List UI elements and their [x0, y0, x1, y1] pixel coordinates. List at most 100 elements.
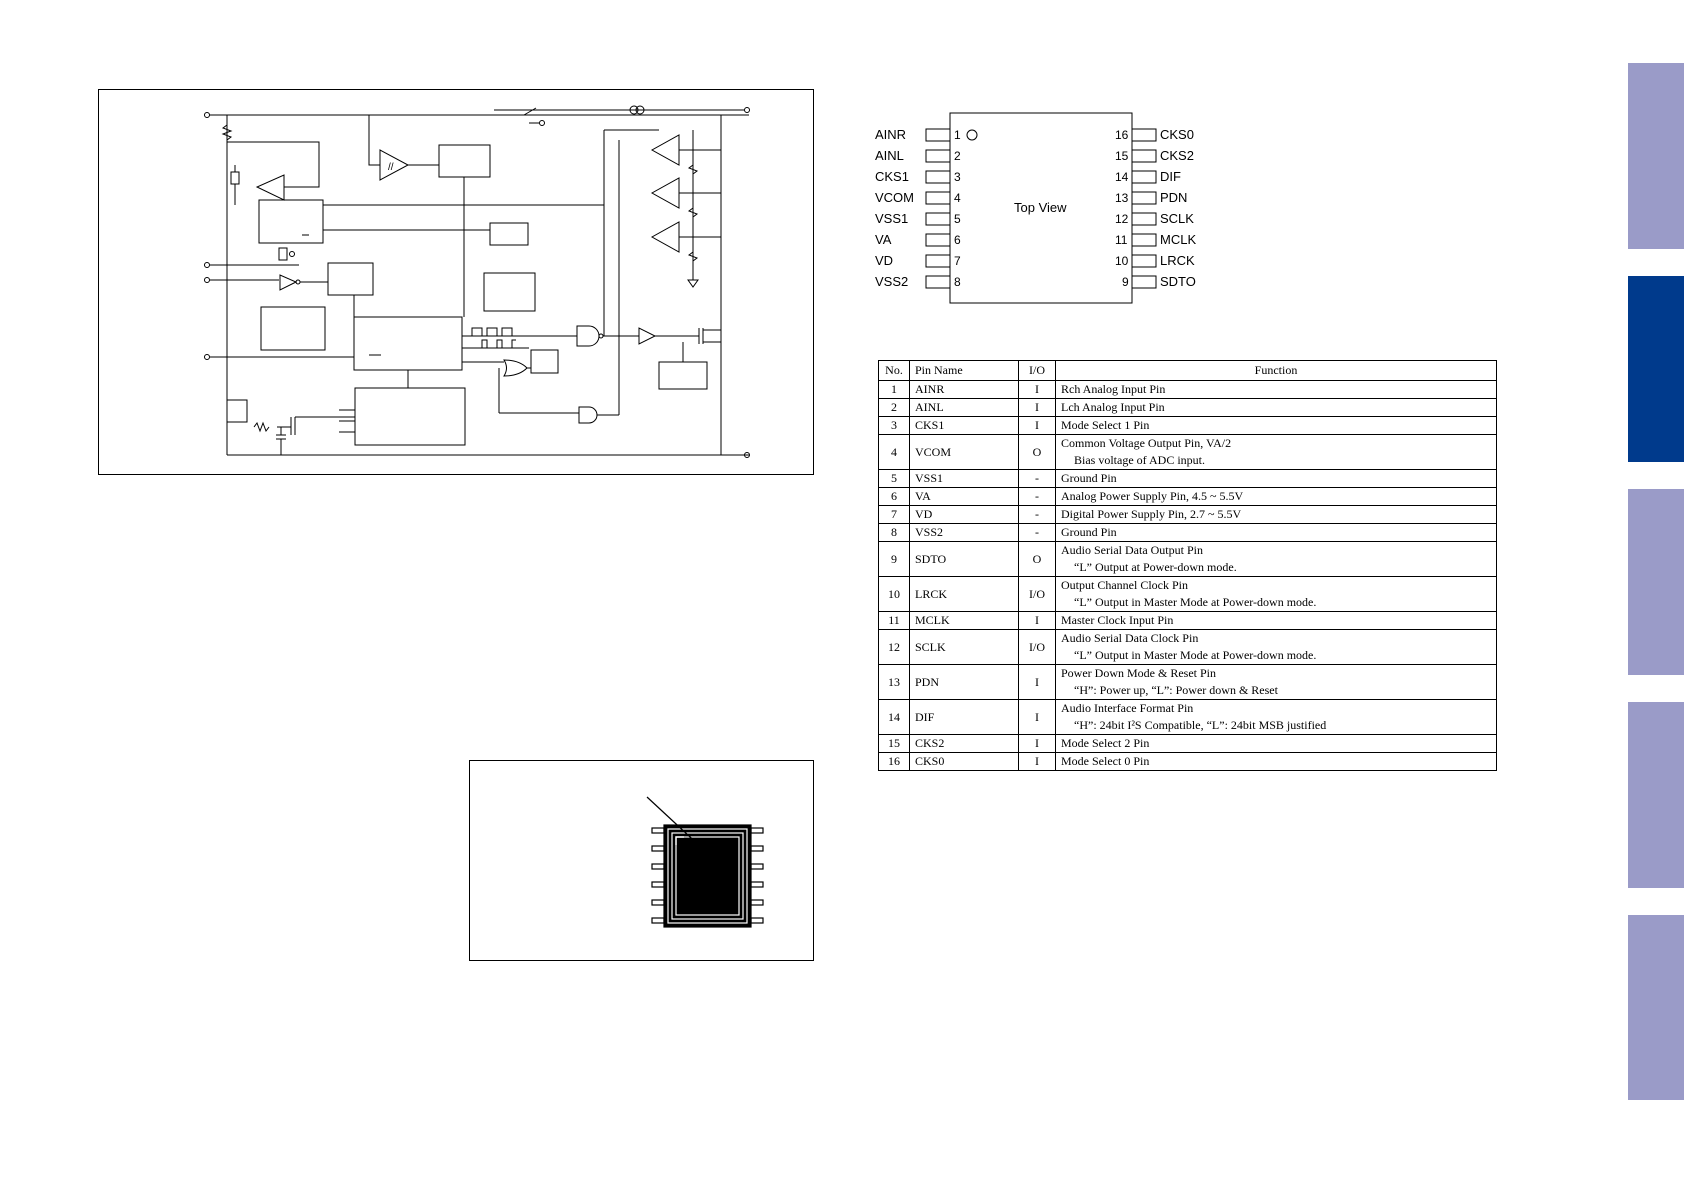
function-line-1: Rch Analog Input Pin	[1061, 382, 1166, 396]
function-line-2: “H”: Power up, “L”: Power down & Reset	[1074, 683, 1278, 697]
pin-left-number: 2	[954, 149, 961, 163]
cell-no: 16	[878, 752, 910, 771]
pin-right-number: 15	[1115, 149, 1129, 163]
cell-io: -	[1018, 505, 1056, 524]
pin-right-name: CKS0	[1160, 127, 1194, 142]
pin-left-number: 1	[954, 128, 961, 142]
cell-io: I	[1018, 380, 1056, 399]
function-line-2: Bias voltage of ADC input.	[1074, 453, 1205, 467]
pin-right-number: 13	[1115, 191, 1129, 205]
side-tab-1[interactable]	[1628, 63, 1684, 249]
cell-pin-name: CKS0	[909, 752, 1019, 771]
pin-left-number: 8	[954, 275, 961, 289]
cell-io: I	[1018, 611, 1056, 630]
function-line-1: Ground Pin	[1061, 525, 1117, 539]
ic-outline	[925, 112, 1157, 304]
cell-function: Mode Select 0 Pin	[1055, 752, 1497, 771]
cell-io: I	[1018, 752, 1056, 771]
function-line-1: Audio Serial Data Clock Pin	[1061, 631, 1199, 645]
cell-io: I	[1018, 664, 1056, 700]
cell-pin-name: MCLK	[909, 611, 1019, 630]
pin-left-name: AINL	[875, 148, 904, 163]
cell-no: 13	[878, 664, 910, 700]
pin-right-name: SCLK	[1160, 211, 1194, 226]
cell-function: Output Channel Clock Pin “L” Output in Ma…	[1055, 576, 1497, 612]
function-line-1: Digital Power Supply Pin, 2.7 ~ 5.5V	[1061, 507, 1242, 521]
cell-pin-name: VCOM	[909, 434, 1019, 470]
cell-pin-name: CKS2	[909, 734, 1019, 753]
cell-io: O	[1018, 541, 1056, 577]
package-drawing	[646, 796, 764, 928]
block-diagram-drawing: //	[204, 105, 750, 458]
cell-function: Lch Analog Input Pin	[1055, 398, 1497, 417]
cell-pin-name: AINL	[909, 398, 1019, 417]
function-line-1: Mode Select 2 Pin	[1061, 736, 1150, 750]
pin-left-name: VCOM	[875, 190, 914, 205]
cell-io: O	[1018, 434, 1056, 470]
cell-no: 1	[878, 380, 910, 399]
function-line-2: “L” Output in Master Mode at Power-down …	[1074, 595, 1317, 609]
side-tab-2-active[interactable]	[1628, 276, 1684, 462]
cell-io: I/O	[1018, 576, 1056, 612]
cell-io: I/O	[1018, 629, 1056, 665]
cell-no: 14	[878, 699, 910, 735]
top-view-label: Top View	[1014, 200, 1067, 215]
cell-function: Audio Serial Data Output Pin“L” Output a…	[1055, 541, 1497, 577]
function-line-1: Audio Interface Format Pin	[1061, 701, 1194, 715]
function-line-1: Mode Select 0 Pin	[1061, 754, 1150, 768]
pin-left-number: 5	[954, 212, 961, 226]
cell-function: Power Down Mode & Reset Pin“H”: Power up…	[1055, 664, 1497, 700]
pin-right-number: 12	[1115, 212, 1129, 226]
pin-right-number: 9	[1122, 275, 1129, 289]
cell-function: Audio Interface Format Pin“H”: 24bit I²S…	[1055, 699, 1497, 735]
pin-layout: AINR AINL CKS1 VCOM VSS1 VA VD VSS2 1 2 …	[870, 108, 1210, 308]
side-tab-4[interactable]	[1628, 702, 1684, 888]
cell-pin-name: PDN	[909, 664, 1019, 700]
cell-function: Analog Power Supply Pin, 4.5 ~ 5.5V	[1055, 487, 1497, 506]
cell-no: 10	[878, 576, 910, 612]
pin-left-name: VA	[875, 232, 892, 247]
side-tab-3[interactable]	[1628, 489, 1684, 675]
cell-function: Mode Select 2 Pin	[1055, 734, 1497, 753]
cell-pin-name: VSS1	[909, 469, 1019, 488]
pin-right-name: SDTO	[1160, 274, 1196, 289]
pin-right-name: DIF	[1160, 169, 1181, 184]
pin-left-name: AINR	[875, 127, 907, 142]
cell-pin-name: SCLK	[909, 629, 1019, 665]
function-line-1: Master Clock Input Pin	[1061, 613, 1174, 627]
pin-left-name: VD	[875, 253, 894, 268]
header-function: Function	[1055, 360, 1497, 381]
block-diagram: //	[98, 89, 814, 475]
cell-function: Mode Select 1 Pin	[1055, 416, 1497, 435]
cell-no: 12	[878, 629, 910, 665]
function-line-1: Ground Pin	[1061, 471, 1117, 485]
svg-text://: //	[388, 162, 394, 173]
cell-pin-name: CKS1	[909, 416, 1019, 435]
cell-function: Ground Pin	[1055, 523, 1497, 542]
pin-right-number: 14	[1115, 170, 1129, 184]
pin-right-number: 10	[1115, 254, 1129, 268]
cell-pin-name: VD	[909, 505, 1019, 524]
header-io: I/O	[1018, 360, 1056, 381]
cell-function: Digital Power Supply Pin, 2.7 ~ 5.5V	[1055, 505, 1497, 524]
function-line-1: Output Channel Clock Pin	[1061, 578, 1188, 592]
pin-right-number: 11	[1115, 233, 1128, 247]
pin-left-name: CKS1	[875, 169, 909, 184]
side-tab-5[interactable]	[1628, 915, 1684, 1100]
cell-no: 11	[878, 611, 910, 630]
cell-io: -	[1018, 469, 1056, 488]
